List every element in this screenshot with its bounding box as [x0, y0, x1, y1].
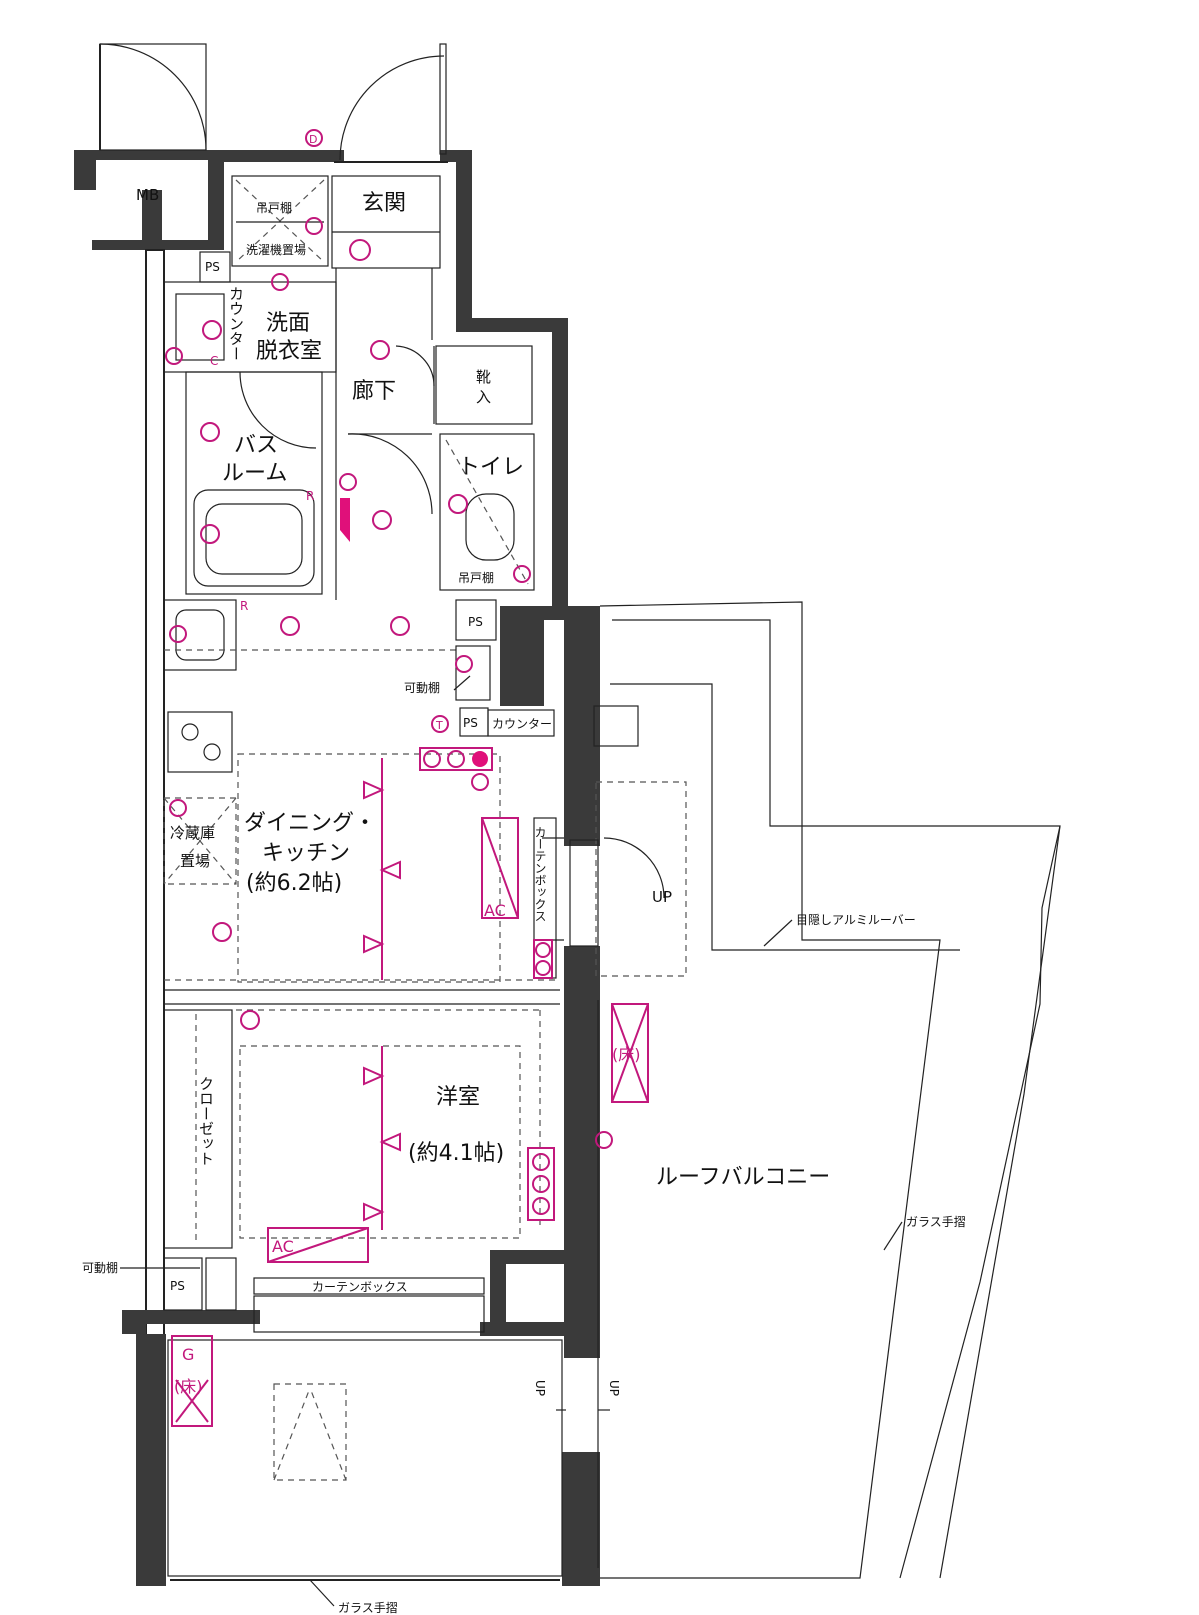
floor-mark-2-label: (床)	[174, 1377, 203, 1396]
glass-rail-right-label: ガラス手摺	[906, 1214, 966, 1229]
closet-label: クローゼット	[197, 1076, 215, 1166]
shoe-label-2: 入	[476, 388, 491, 406]
western-label-2: (約4.1帖)	[408, 1141, 504, 1166]
laundry-space-label: 洗濯機置場	[246, 242, 306, 257]
bath-label-2: ルーム	[222, 461, 287, 486]
roof-balcony-outline	[569, 601, 1061, 1579]
entrance-label: 玄関	[362, 191, 406, 216]
ps-counter-label: PS	[463, 716, 478, 730]
fridge-label-1: 冷蔵庫	[170, 824, 215, 842]
ps-top-label: PS	[205, 260, 220, 274]
mark-t-label: T	[435, 719, 443, 732]
room-labels: MB 玄関 吊戸棚 洗濯機置場 PS カウンター 洗面 脱衣室 廊下 靴 入 バ…	[82, 133, 966, 1615]
movable-shelf-mid-label: 可動棚	[404, 680, 440, 695]
ps-mid-label: PS	[468, 615, 483, 629]
washroom-label-1: 洗面	[266, 311, 310, 336]
interior-partitions	[163, 175, 564, 1581]
electrical-symbols	[165, 129, 649, 1423]
mark-r1-label: R	[306, 489, 314, 503]
up-balcony-label: UP	[652, 888, 672, 906]
ps-bottom-label: PS	[170, 1279, 185, 1293]
up-left-label: UP	[533, 1380, 547, 1396]
gas-meter-label: G	[182, 1345, 194, 1364]
mark-r2-label: R	[240, 599, 248, 613]
movable-shelf-bottom-label: 可動棚	[82, 1260, 118, 1275]
curtain-box-bottom-label: カーテンボックス	[312, 1280, 408, 1294]
mark-c-label: C	[210, 354, 218, 368]
western-label-1: 洋室	[436, 1085, 480, 1110]
dining-label-3: (約6.2帖)	[246, 871, 342, 896]
curtain-box-vertical-label: カーテンボックス	[533, 826, 547, 922]
door-mark-label: D	[309, 133, 317, 146]
counter-label: カウンター	[492, 717, 552, 731]
bath-label-1: バス	[234, 433, 278, 458]
dining-label-2: キッチン	[262, 841, 350, 866]
toilet-label: トイレ	[458, 455, 524, 480]
dining-label-1: ダイニング・	[244, 811, 376, 836]
fridge-label-2: 置場	[180, 852, 210, 870]
hallway-label: 廊下	[352, 379, 396, 404]
exterior-walls	[74, 150, 600, 1586]
ac-western-label: AC	[272, 1237, 294, 1256]
louver-label: 目隠しアルミルーバー	[796, 913, 916, 927]
washroom-label-2: 脱衣室	[256, 339, 322, 364]
floor-mark-1-label: (床)	[612, 1045, 641, 1064]
glass-rail-bottom-label: ガラス手摺	[338, 1600, 398, 1615]
leader-lines	[120, 675, 903, 1607]
hanging-shelf-top-label: 吊戸棚	[256, 200, 292, 215]
hanging-shelf-toilet-label: 吊戸棚	[458, 570, 494, 585]
ac-dining-label: AC	[484, 901, 506, 920]
counter-vertical-label: カウンター	[227, 286, 245, 361]
shoe-label-1: 靴	[476, 368, 491, 386]
roof-balcony-label: ルーフバルコニー	[656, 1165, 830, 1190]
entrance-doors	[99, 43, 448, 163]
mb-label: MB	[136, 186, 159, 204]
up-right-label: UP	[607, 1380, 621, 1396]
